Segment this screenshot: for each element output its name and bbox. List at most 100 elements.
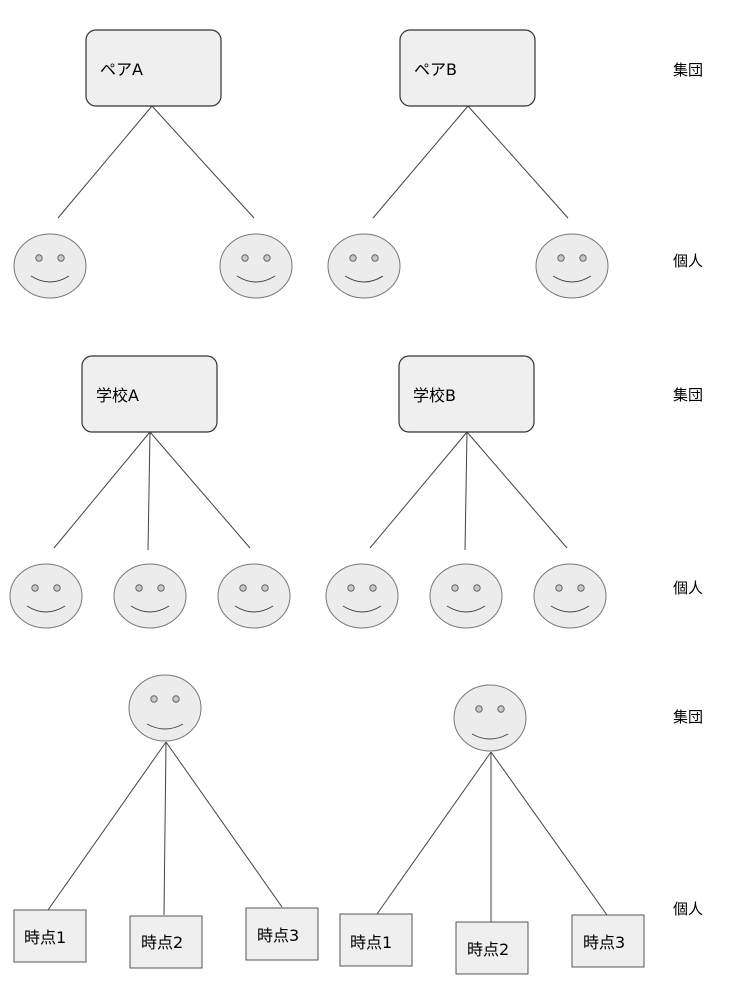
mouth	[550, 605, 590, 613]
face-shape	[9, 563, 83, 629]
eye-left	[31, 584, 39, 592]
eye-right	[371, 254, 379, 262]
eye-right	[57, 254, 65, 262]
group-label: 学校B	[413, 386, 456, 405]
edge	[47, 741, 167, 911]
person-face-icon	[13, 233, 87, 299]
timepoint-label: 時点1	[24, 928, 66, 947]
face-shape	[325, 563, 399, 629]
mouth	[236, 275, 276, 283]
person-face-icon	[113, 563, 187, 629]
eye-right	[497, 705, 505, 713]
eye-left	[451, 584, 459, 592]
mouth	[342, 605, 382, 613]
edge	[57, 105, 153, 219]
mouth	[26, 605, 66, 613]
mouth	[344, 275, 384, 283]
eye-left	[150, 695, 158, 703]
mouth	[471, 733, 509, 740]
row-timepoints: 時点1 時点2 時点3 時点1 時点2	[13, 674, 703, 975]
group-box-school-a	[81, 355, 218, 433]
timepoint-label: 時点1	[350, 933, 392, 952]
eye-left	[241, 254, 249, 262]
person-face-icon	[9, 563, 83, 629]
group-school-b: 学校B	[325, 355, 607, 629]
eye-right	[172, 695, 180, 703]
eye-left	[349, 254, 357, 262]
timepoint-label: 時点3	[257, 926, 299, 945]
face-shape	[113, 563, 187, 629]
edge	[149, 431, 251, 549]
group-label: ペアA	[100, 60, 143, 79]
eye-left	[239, 584, 247, 592]
person-face-icon	[219, 233, 293, 299]
level-label-group: 集団	[673, 708, 703, 726]
eye-left	[35, 254, 43, 262]
timepoint-label: 時点2	[141, 933, 183, 952]
level-label-group: 集団	[673, 386, 703, 404]
person-face-icon	[128, 674, 202, 742]
eye-right	[473, 584, 481, 592]
edge	[147, 431, 151, 551]
row-schools: 学校A	[9, 355, 703, 629]
timepoint-box	[245, 907, 319, 961]
eye-left	[135, 584, 143, 592]
edge	[490, 751, 608, 916]
face-shape	[429, 563, 503, 629]
timepoint-box	[339, 913, 413, 967]
group-box-pair-a	[85, 29, 222, 107]
face-shape	[533, 563, 607, 629]
mouth	[130, 605, 170, 613]
face-shape	[535, 233, 609, 299]
face-shape	[327, 233, 401, 299]
timepoint-box	[13, 909, 87, 963]
face-shape	[219, 233, 293, 299]
level-label-group: 集団	[673, 61, 703, 79]
edge	[376, 751, 492, 915]
edge	[369, 431, 468, 549]
group-box-pair-b	[399, 29, 536, 107]
face-shape	[217, 563, 291, 629]
timepoint-label: 時点2	[467, 940, 509, 959]
edge	[466, 431, 568, 549]
edge	[165, 741, 283, 908]
person-face-icon	[535, 233, 609, 299]
eye-left	[557, 254, 565, 262]
mouth	[446, 605, 486, 613]
level-label-individual: 個人	[673, 579, 703, 597]
eye-right	[263, 254, 271, 262]
edge	[163, 741, 167, 916]
face-shape	[453, 684, 527, 752]
eye-right	[157, 584, 165, 592]
group-label: ペアB	[414, 60, 457, 79]
eye-right	[579, 254, 587, 262]
group-person-1: 時点1 時点2 時点3	[13, 674, 319, 969]
timepoint-box	[571, 914, 645, 968]
person-face-icon	[217, 563, 291, 629]
mouth	[552, 275, 592, 283]
timepoint-box	[129, 915, 203, 969]
mouth	[146, 723, 184, 730]
group-school-a: 学校A	[9, 355, 291, 629]
level-label-individual: 個人	[673, 900, 703, 918]
eye-left	[347, 584, 355, 592]
person-face-icon	[429, 563, 503, 629]
row-pairs: ペアA ペアB	[13, 29, 703, 299]
group-person-2: 時点1 時点2 時点3	[339, 684, 645, 975]
eye-right	[369, 584, 377, 592]
eye-right	[261, 584, 269, 592]
group-pair-b: ペアB	[327, 29, 609, 299]
face-shape	[128, 674, 202, 742]
edge	[464, 431, 468, 551]
edge	[151, 105, 255, 219]
edge	[467, 105, 569, 219]
person-face-icon	[453, 684, 527, 752]
eye-right	[53, 584, 61, 592]
eye-right	[577, 584, 585, 592]
timepoint-label: 時点3	[583, 933, 625, 952]
mouth	[30, 275, 70, 283]
eye-left	[555, 584, 563, 592]
person-face-icon	[327, 233, 401, 299]
